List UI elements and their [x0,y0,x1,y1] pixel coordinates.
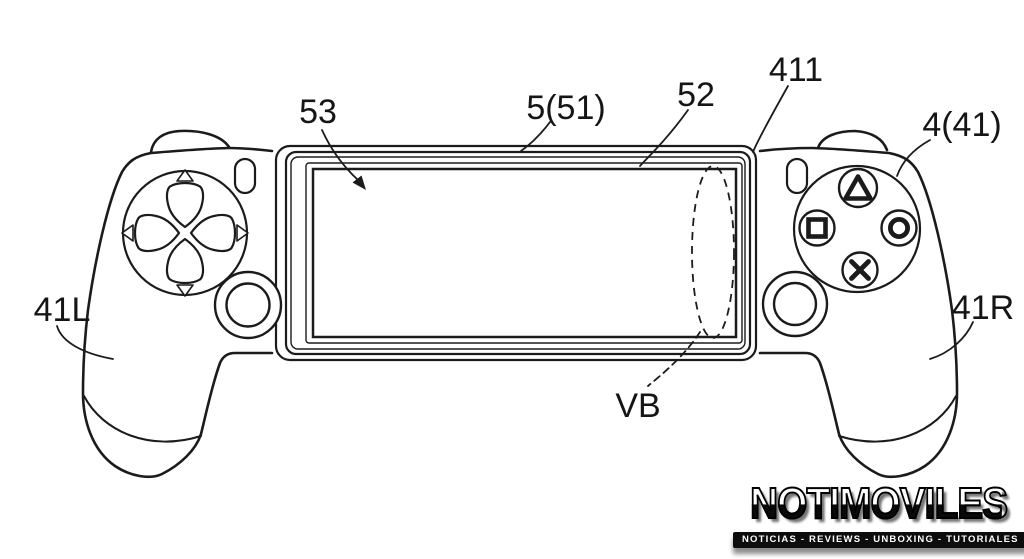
dpad [121,169,249,297]
left-stick [213,270,283,340]
label-frame: 52 [677,76,715,114]
label-right-grip: 41R [952,289,1014,327]
label-device: 5(51) [526,89,605,127]
label-screen: 53 [299,93,337,131]
right-stick [761,270,829,338]
square-button [798,209,836,247]
right-grip-seam [838,395,957,443]
left-shoulder-bump [149,129,231,154]
leader-4-41 [896,139,931,177]
watermark-logo: NOTIMOVILES NOTIMOVILES NOTICIAS - REVIE… [733,479,1024,548]
vibration-body-ellipse [691,165,735,339]
leader-VB [647,331,701,387]
label-vibration: VB [615,387,660,425]
watermark-brand: NOTIMOVILES [749,479,1009,528]
phone-inner-edge [290,156,746,350]
face-buttons [792,164,922,294]
cross-icon [849,259,871,281]
leader-53-arrowhead [352,175,366,190]
watermark-tagline: NOTICIAS - REVIEWS - UNBOXING - TUTORIAL… [733,532,1024,548]
square-icon [806,217,828,239]
watermark-brand-shadow: NOTIMOVILES [754,486,1012,530]
circle-icon [888,216,911,239]
leader-53 [321,129,359,181]
tray-outline [274,144,758,362]
label-right-unit: 4(41) [922,106,1001,144]
screen-bezel [305,162,743,344]
leader-411 [752,85,789,153]
leader-52 [639,109,689,167]
label-holder: 411 [769,51,823,89]
leader-5-51 [520,121,551,152]
circle-button [880,209,918,247]
label-left-grip: 41L [34,291,91,329]
right-shoulder-bump [816,129,889,152]
leader-41R [929,321,974,360]
left-pill-button [233,157,257,195]
leader-41L [56,325,114,360]
left-grip-seam [83,395,202,443]
watermark-brand-wrap: NOTIMOVILES NOTIMOVILES [749,479,1011,530]
right-pill-button [785,157,809,195]
face-buttons-ring [792,164,922,294]
phone-outer-edge [284,150,752,356]
phone-screen [311,167,738,339]
phone-holder [274,144,758,362]
leader-lines [56,85,974,387]
triangle-icon [843,174,873,201]
